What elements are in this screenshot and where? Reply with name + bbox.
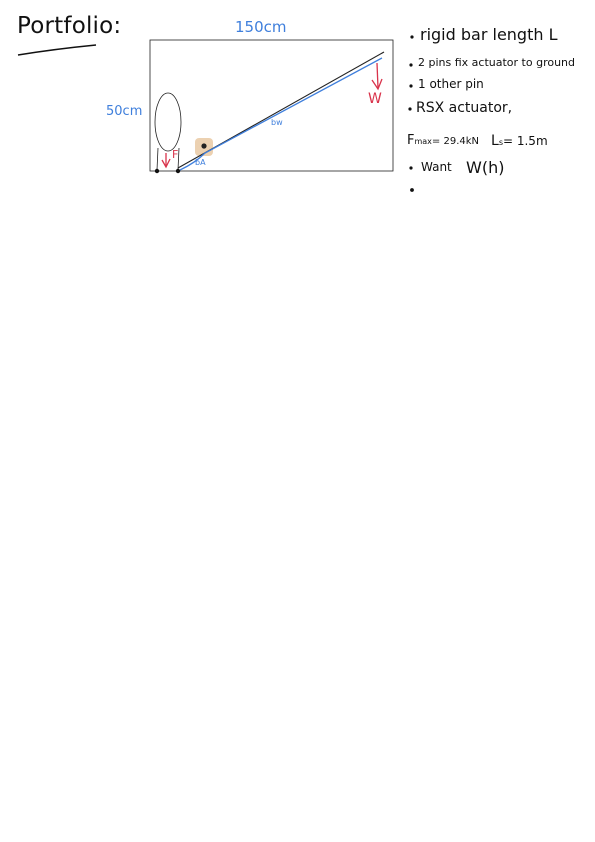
ground-pin-left [154,168,160,174]
actuator-ellipse [154,92,182,152]
formula-length: Ls= 1.5m [491,133,548,149]
actuator-leg-left [156,147,159,171]
short-length-label: bA [195,158,206,167]
bar-dimension-line [179,57,383,171]
diagram-frame [149,39,394,172]
top-dimension-label: 150cm [235,18,287,36]
note-item-2: 2 pins fix actuator to ground [418,56,576,69]
want-label: Want [421,160,452,174]
bullet-4 [408,107,412,111]
formula-length-subscript: s [498,138,503,147]
bullet-1 [410,35,414,39]
title-underline [17,44,97,56]
side-dimension-label: 50cm [106,104,143,119]
note-item-3: 1 other pin [418,77,484,91]
note-item-4: RSX actuator, [416,100,513,116]
formula-force-subscript: max [414,137,432,146]
force-label: F [172,148,179,161]
load-arrow-shaft [376,62,379,89]
formula-force: Fmax= 29.4kN [407,133,479,148]
page-title: Portfolio: [17,13,122,39]
bar-length-label: bw [271,118,283,127]
bullet-6 [410,188,414,192]
ground-pin-right [175,168,181,174]
middle-pin [201,143,207,149]
bullet-3 [409,84,413,88]
formula-force-symbol: F [407,133,415,148]
bullet-5 [409,166,413,170]
note-item-1: rigid bar length L [420,25,558,44]
actuator-leg-right [177,147,180,171]
want-expression: W(h) [466,158,505,177]
force-arrow-head [161,158,171,169]
load-label: W [368,91,382,107]
formula-length-symbol: L [491,133,499,149]
formula-length-value: = 1.5m [502,134,548,148]
bullet-2 [409,63,413,67]
load-arrow-head [371,78,383,91]
formula-force-value: = 29.4kN [431,136,480,147]
